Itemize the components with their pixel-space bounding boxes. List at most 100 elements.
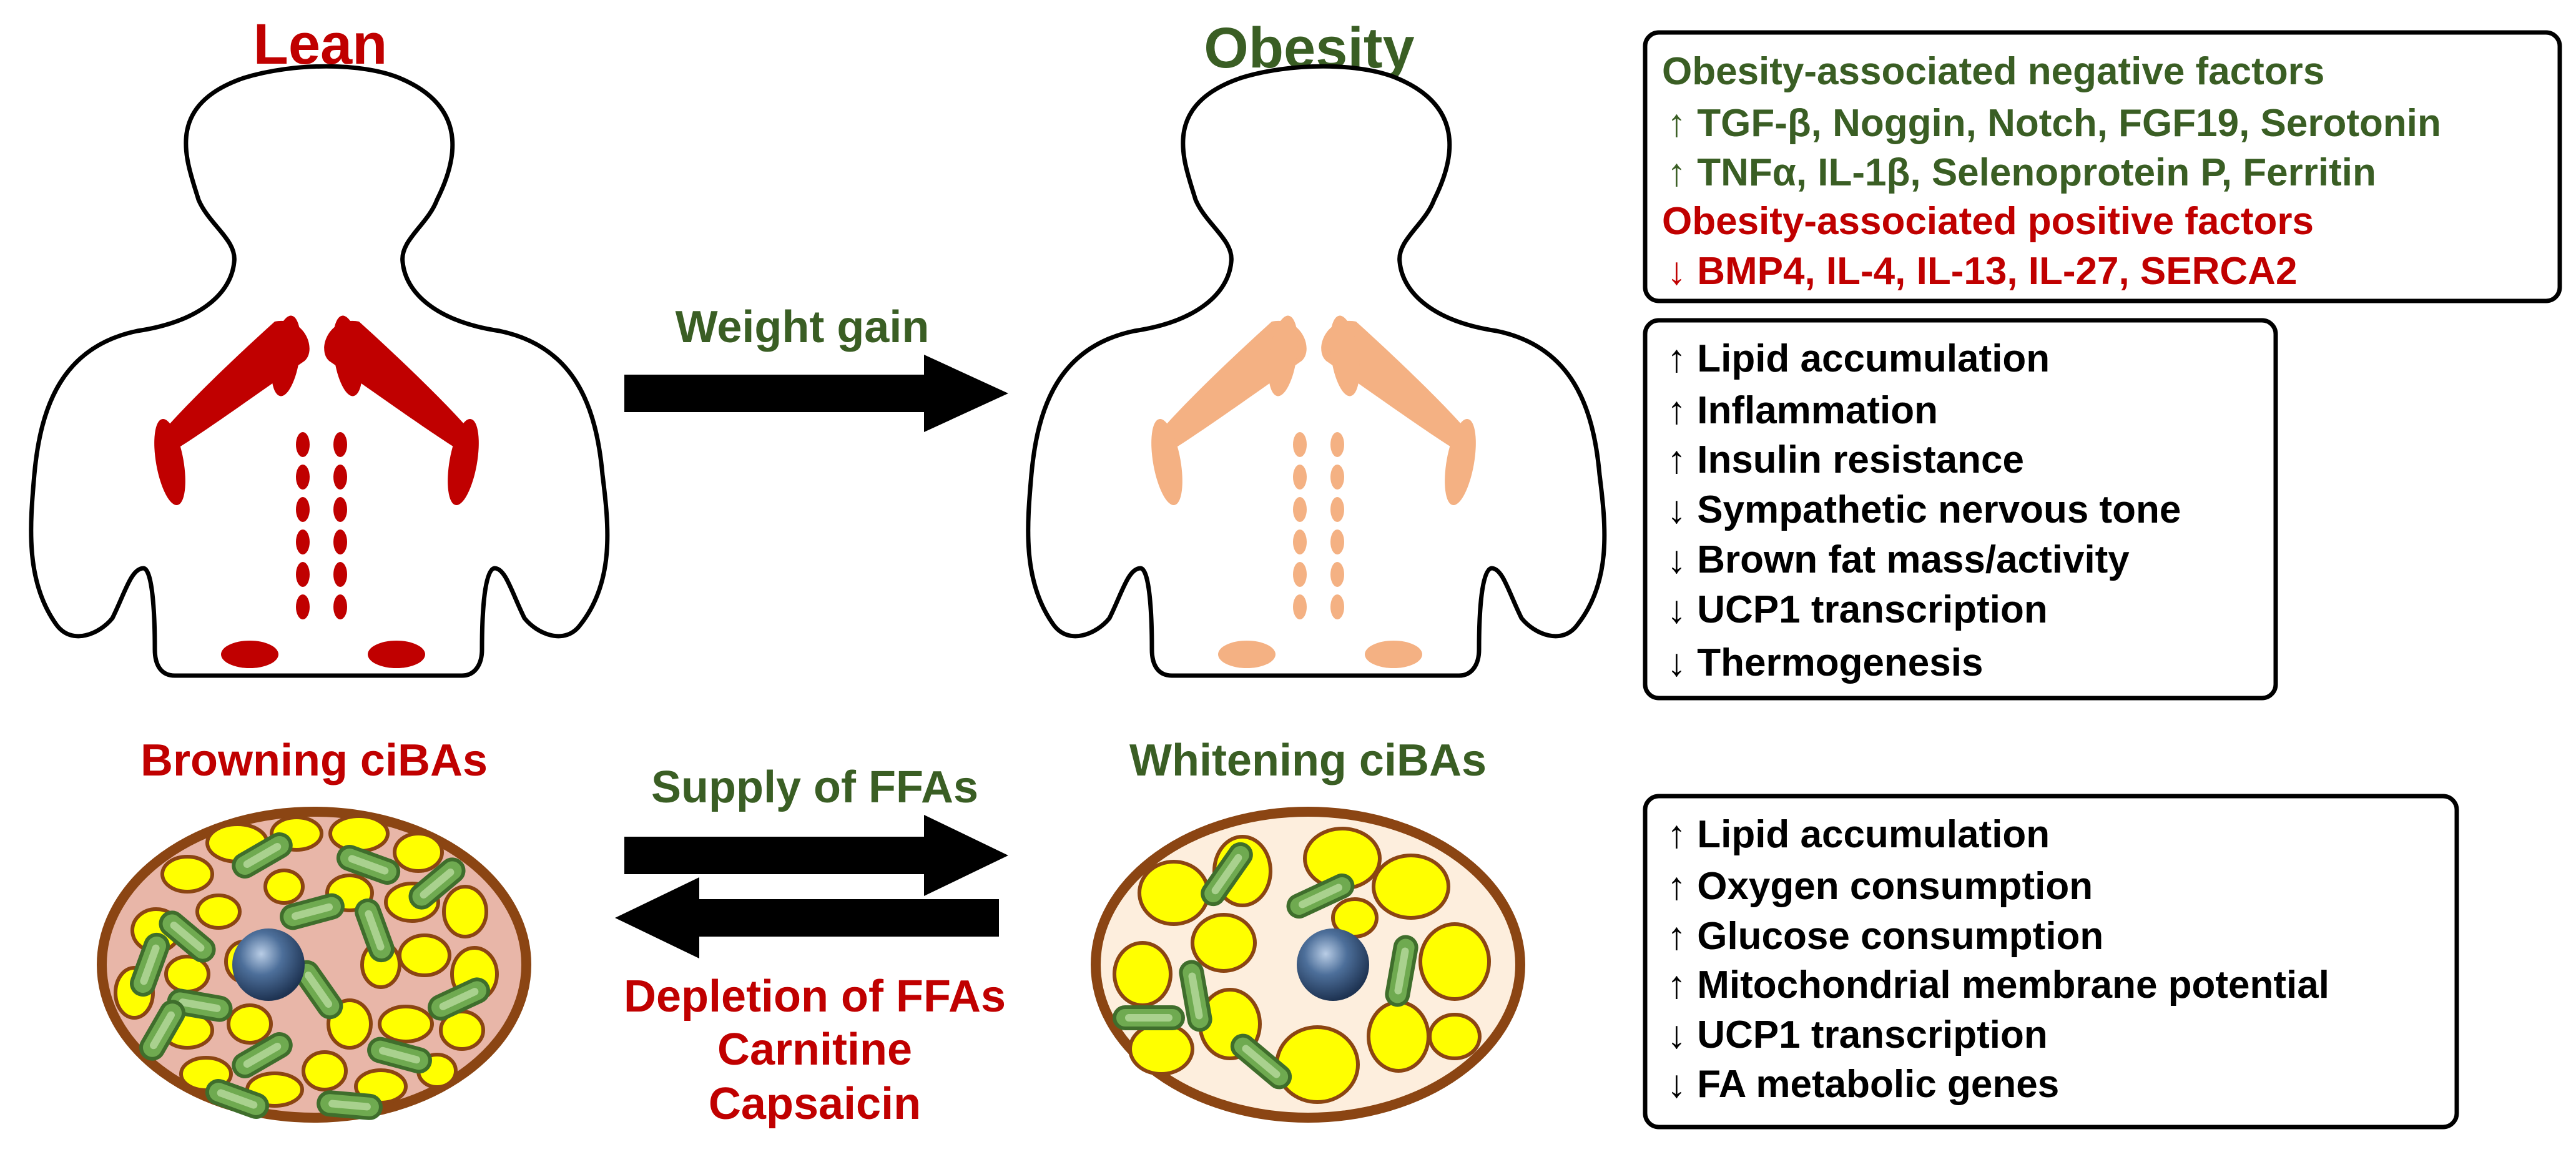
obesity-effect-item: ↓ Brown fat mass/activity: [1667, 538, 2130, 581]
positive-factors-title: Obesity-associated positive factors: [1662, 200, 2314, 243]
obesity-effect-item: ↑ Lipid accumulation: [1667, 337, 2050, 380]
mitochondrion: [232, 1032, 293, 1078]
negative-factors-item: ↑ TNFα, IL-1β, Selenoprotein P, Ferritin: [1667, 151, 2376, 194]
fat-depot-dot: [1330, 562, 1344, 587]
obese-fat-left-neck: [1268, 315, 1298, 396]
mitochondrion: [1286, 873, 1355, 919]
obesity-effect-item: ↓ Sympathetic nervous tone: [1667, 488, 2181, 531]
depletion-ffas-label: Depletion of FFAs: [624, 972, 1006, 1022]
mitochondrion: [159, 910, 216, 963]
obesity-effects-box: [1643, 318, 2278, 701]
lipid-droplet: [442, 885, 488, 938]
fat-depot-dot: [1293, 529, 1307, 554]
lean-fat-paravertebral: [296, 432, 347, 619]
lipid-droplet: [263, 869, 305, 905]
mitochondrion: [1179, 960, 1212, 1032]
lean-fat-right-lumbar: [368, 641, 425, 668]
lean-fat-right-shoulder: [324, 320, 478, 455]
obese-fat-paravertebral: [1293, 432, 1344, 619]
fat-depot-dot: [1293, 594, 1307, 619]
lipid-droplet: [1428, 1013, 1482, 1060]
obesity-effect-item: ↓ Thermogenesis: [1667, 641, 1983, 684]
fat-depot-dot: [333, 594, 347, 619]
obese-fat-left-arm: [1151, 418, 1182, 506]
lipid-droplet: [227, 1003, 273, 1045]
whitening-effect-item: ↑ Lipid accumulation: [1667, 813, 2050, 856]
fat-depot-dot: [296, 432, 310, 457]
lipid-droplet: [1372, 854, 1450, 920]
whitening-cell: [1091, 807, 1525, 1123]
obese-body: [1026, 64, 1607, 678]
nucleus: [232, 928, 305, 1001]
lean-fat-left-shoulder: [156, 320, 310, 455]
lean-fat-right-neck: [333, 315, 363, 396]
lipid-droplet: [328, 814, 390, 853]
mitochondrion: [1385, 935, 1418, 1007]
mitochondrion: [1230, 1033, 1292, 1090]
mitochondrion: [205, 1079, 270, 1119]
fat-depot-dot: [1330, 432, 1344, 457]
browning-cell-contents: [114, 814, 499, 1120]
whitening-effect-item: ↑ Mitochondrial membrane potential: [1667, 963, 2329, 1007]
supply-ffas-label: Supply of FFAs: [651, 762, 978, 812]
lean-fat-left-neck: [271, 315, 301, 396]
lipid-droplet: [393, 832, 444, 873]
fat-depot-dot: [1293, 432, 1307, 457]
fat-depot-dot: [333, 497, 347, 522]
whitening-effects-box: [1643, 794, 2459, 1130]
lean-fat-left-lumbar: [221, 641, 278, 668]
lipid-droplet: [398, 933, 451, 977]
mitochondrion: [1201, 842, 1253, 907]
mitochondrion: [293, 960, 343, 1020]
obesity-effect-item: ↑ Insulin resistance: [1667, 438, 2024, 481]
obese-fat-right-shoulder: [1321, 320, 1475, 455]
obese-fat-right-neck: [1330, 315, 1360, 396]
factors-box: [1643, 30, 2562, 303]
fat-depot-dot: [296, 562, 310, 587]
whitening-cell-contents: [1113, 827, 1491, 1104]
mitochondrion: [355, 898, 395, 963]
fat-depot-dot: [1330, 465, 1344, 490]
fat-depot-dot: [1293, 497, 1307, 522]
carnitine-label: Carnitine: [717, 1025, 912, 1075]
lean-fat-right-arm: [448, 418, 479, 506]
browning-label: Browning ciBAs: [140, 736, 488, 785]
depletion-arrow-icon: [615, 877, 999, 958]
obesity-effect-item: ↓ UCP1 transcription: [1667, 588, 2048, 631]
fat-depot-dot: [1330, 529, 1344, 554]
obese-fat-left-shoulder: [1153, 320, 1307, 455]
lipid-droplet: [1138, 860, 1210, 926]
mitochondrion: [317, 1090, 383, 1120]
whitening-label: Whitening ciBAs: [1129, 736, 1487, 785]
lean-body-outline: [29, 64, 610, 678]
whitening-effect-item: ↓ FA metabolic genes: [1667, 1063, 2059, 1106]
fat-depot-dot: [296, 497, 310, 522]
lean-fat-left-arm: [154, 418, 185, 506]
nucleus: [1297, 928, 1369, 1001]
obese-fat-right-arm: [1445, 418, 1476, 506]
whitening-effect-item: ↑ Oxygen consumption: [1667, 865, 2093, 908]
whitening-effect-item: ↓ UCP1 transcription: [1667, 1013, 2048, 1056]
fat-depot-dot: [1330, 594, 1344, 619]
lipid-droplet: [1113, 941, 1172, 1007]
lipid-droplet: [195, 894, 242, 930]
lean-body: [29, 64, 610, 678]
mitochondrion: [167, 988, 233, 1022]
lipid-droplet: [302, 1050, 348, 1091]
fat-depot-dot: [333, 465, 347, 490]
mitochondrion: [1113, 1005, 1185, 1030]
lipid-droplet: [378, 1005, 434, 1043]
mitochondrion: [130, 932, 170, 997]
lipid-droplet: [1128, 1022, 1194, 1076]
obese-fat-right-lumbar: [1365, 641, 1422, 668]
lipid-droplet: [1418, 922, 1491, 1001]
lipid-droplet: [1367, 1000, 1430, 1073]
fat-depot-dot: [1330, 497, 1344, 522]
lipid-droplet: [1275, 1025, 1360, 1104]
browning-cell: [97, 807, 531, 1123]
mitochondrion: [367, 1037, 432, 1074]
lipid-droplet: [160, 855, 214, 894]
mitochondrion: [408, 857, 466, 910]
